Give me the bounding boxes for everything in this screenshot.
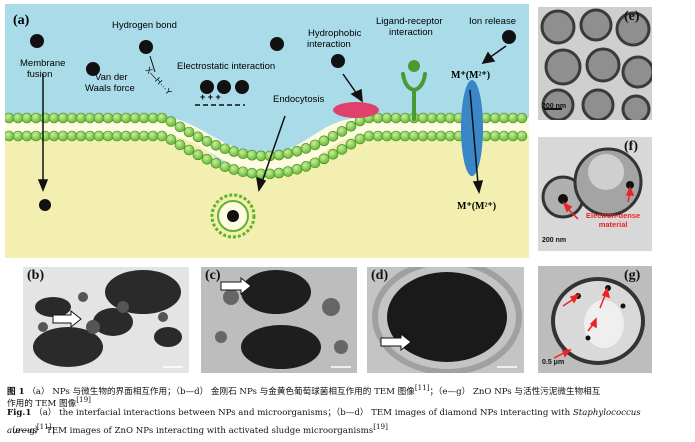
panel-g-label: (g)	[624, 268, 641, 283]
caption-en-ref2: [19]	[373, 422, 388, 431]
label-membrane-fusion-2: fusion	[27, 69, 52, 80]
label-hydrophobic-1: Hydrophobic	[308, 28, 362, 39]
label-electrostatic: Electrostatic interaction	[177, 61, 275, 72]
tem-image-g: (g) 0.5 μm	[538, 266, 652, 373]
tem-image-c: (c)	[201, 267, 357, 373]
panel-e-label: (e)	[624, 9, 640, 24]
label-membrane-fusion-1: Membrane	[20, 58, 65, 69]
caption-cn-line2: 作用的 TEM 图像[19]	[7, 393, 691, 411]
tem-image-e: (e) 200 nm	[538, 7, 652, 120]
caption-cn-fig: 图 1	[7, 386, 25, 397]
caption-en-species: Staphylococcus aureus	[7, 408, 641, 436]
caption-en-line2: （e—g） TEM images of ZnO NPs interacting …	[7, 420, 691, 438]
panel-f-label: (f)	[624, 139, 638, 154]
panel-c-label: (c)	[205, 268, 221, 283]
caption-en-ref1: [11]	[36, 422, 52, 431]
label-charges: + + +	[200, 92, 221, 102]
electron-dense-annotation: Electron-dense material	[586, 211, 640, 229]
label-ligand-1: Ligand-receptor	[376, 16, 443, 27]
label-endocytosis: Endocytosis	[273, 94, 324, 105]
ligand-circle	[408, 60, 420, 72]
tem-image-d: (d)	[367, 267, 524, 373]
scale-bar-e: 200 nm	[542, 103, 567, 110]
label-ion-release: Ion release	[469, 16, 516, 27]
panel-b-label: (b)	[27, 268, 45, 283]
label-hydrophobic-2: interaction	[307, 39, 351, 50]
label-ion-bottom: M⁺(M²⁺)	[457, 201, 496, 212]
hydrophobic-patch	[333, 102, 379, 118]
panel-d-label: (d)	[371, 268, 389, 283]
caption-en-text1: （a） the interfacial interactions between…	[34, 408, 571, 418]
label-vdw-1: Van der	[95, 72, 128, 83]
scale-bar-g: 0.5 μm	[542, 359, 565, 366]
caption-en-line1: Fig.1 （a） the interfacial interactions b…	[7, 408, 641, 436]
caption-cn-line1: 图 1 （a） NPs 与微生物的界面相互作用；（b—d） 金刚石 NPs 与金…	[7, 381, 691, 399]
lipid-heads-bottom	[5, 130, 528, 180]
caption-cn-text2: 作用的 TEM 图像	[7, 398, 77, 409]
caption-cn-ref2: [19]	[76, 395, 91, 404]
panel-a-label: (a)	[13, 13, 30, 28]
annotation-line-2: material	[598, 220, 628, 229]
lipid-heads-top	[5, 112, 528, 162]
label-vdw-2: Waals force	[85, 83, 135, 94]
interaction-schematic: (a) Membrane fusion Van der Waals force …	[5, 4, 529, 258]
label-ligand-2: interaction	[389, 27, 433, 38]
annotation-line-1: Electron-dense	[586, 211, 641, 220]
arrows	[37, 45, 507, 195]
ligand-receptor-icon	[401, 72, 427, 121]
caption-en-text2: （e—g） TEM images of ZnO NPs interacting …	[7, 425, 374, 436]
label-ion-top: M⁺(M²⁺)	[451, 70, 490, 81]
hbond-lines	[149, 55, 156, 73]
caption-cn-text1: （a） NPs 与微生物的界面相互作用；（b—d） 金刚石 NPs 与金黄色葡萄…	[27, 386, 415, 397]
scale-bar-f: 200 nm	[542, 237, 567, 244]
ion-channel	[461, 80, 483, 176]
schematic-panel-a: (a) Membrane fusion Van der Waals force …	[5, 4, 529, 258]
tem-image-f: (f) Electron-dense material 200 nm	[538, 137, 652, 251]
tem-image-b: (b)	[23, 267, 189, 373]
cytoplasm-region	[5, 136, 529, 258]
endocytic-vesicle	[210, 193, 256, 239]
nanoparticles	[30, 30, 516, 211]
caption-cn-ref1: [11]	[414, 383, 430, 392]
caption-en-fig: Fig.1	[7, 408, 32, 418]
label-hydrogen-bond: Hydrogen bond	[112, 20, 177, 31]
caption-cn-text1b: ；（e—g） ZnO NPs 与活性污泥微生物相互	[429, 386, 601, 397]
